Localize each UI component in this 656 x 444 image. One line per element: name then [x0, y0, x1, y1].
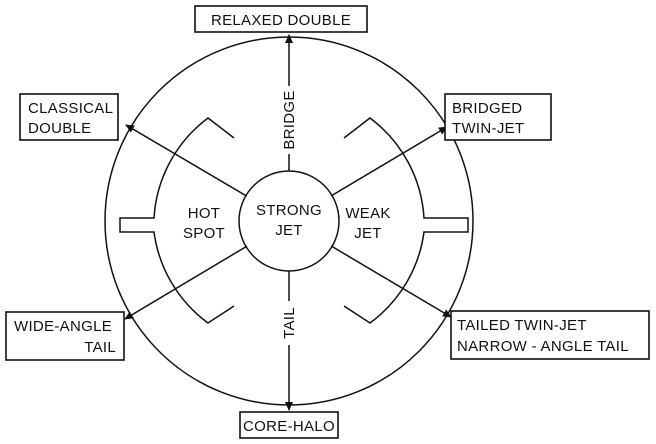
bridged-twin-jet-label-line-2: TWIN-JET: [452, 120, 524, 137]
wide-angle-tail-label-line-2: TAIL: [84, 339, 116, 356]
weak-jet-region-outline: [343, 117, 469, 324]
wide-angle-tail-label-line-1: WIDE-ANGLE: [14, 318, 112, 335]
hot-spot-label-line-2: SPOT: [183, 225, 225, 242]
hot-spot-region-outline: [119, 117, 235, 324]
bridge-axis-label: BRIDGE: [281, 90, 298, 149]
weak-jet-label-line-2: JET: [354, 225, 382, 242]
tailed-twin-jet-label-line-1: TAILED TWIN-JET: [457, 317, 587, 334]
classical-double-label-line-1: CLASSICAL: [28, 100, 113, 117]
tail-axis-label: TAIL: [281, 307, 298, 339]
center-label-line-2: JET: [275, 222, 303, 239]
bridged-twin-jet-label-line-1: BRIDGED: [452, 100, 522, 117]
tailed-twin-jet-label-line-2: NARROW - ANGLE TAIL: [457, 338, 629, 355]
box-core-halo: CORE-HALO: [239, 411, 339, 439]
center-label-line-1: STRONG: [256, 202, 322, 219]
weak-jet-label-line-1: WEAK: [345, 205, 390, 222]
box-wide-angle-tail: WIDE-ANGLE TAIL: [5, 311, 125, 361]
box-tailed-twin-jet: TAILED TWIN-JET NARROW - ANGLE TAIL: [450, 310, 650, 360]
relaxed-double-label: RELAXED DOUBLE: [211, 12, 351, 29]
box-bridged-twin-jet: BRIDGED TWIN-JET: [444, 93, 552, 141]
hot-spot-label-line-1: HOT: [188, 205, 221, 222]
center-circle-mask: [240, 172, 338, 270]
box-relaxed-double: RELAXED DOUBLE: [194, 5, 368, 33]
core-halo-label: CORE-HALO: [243, 418, 335, 435]
box-classical-double: CLASSICAL DOUBLE: [19, 93, 119, 141]
classical-double-label-line-2: DOUBLE: [28, 120, 92, 137]
